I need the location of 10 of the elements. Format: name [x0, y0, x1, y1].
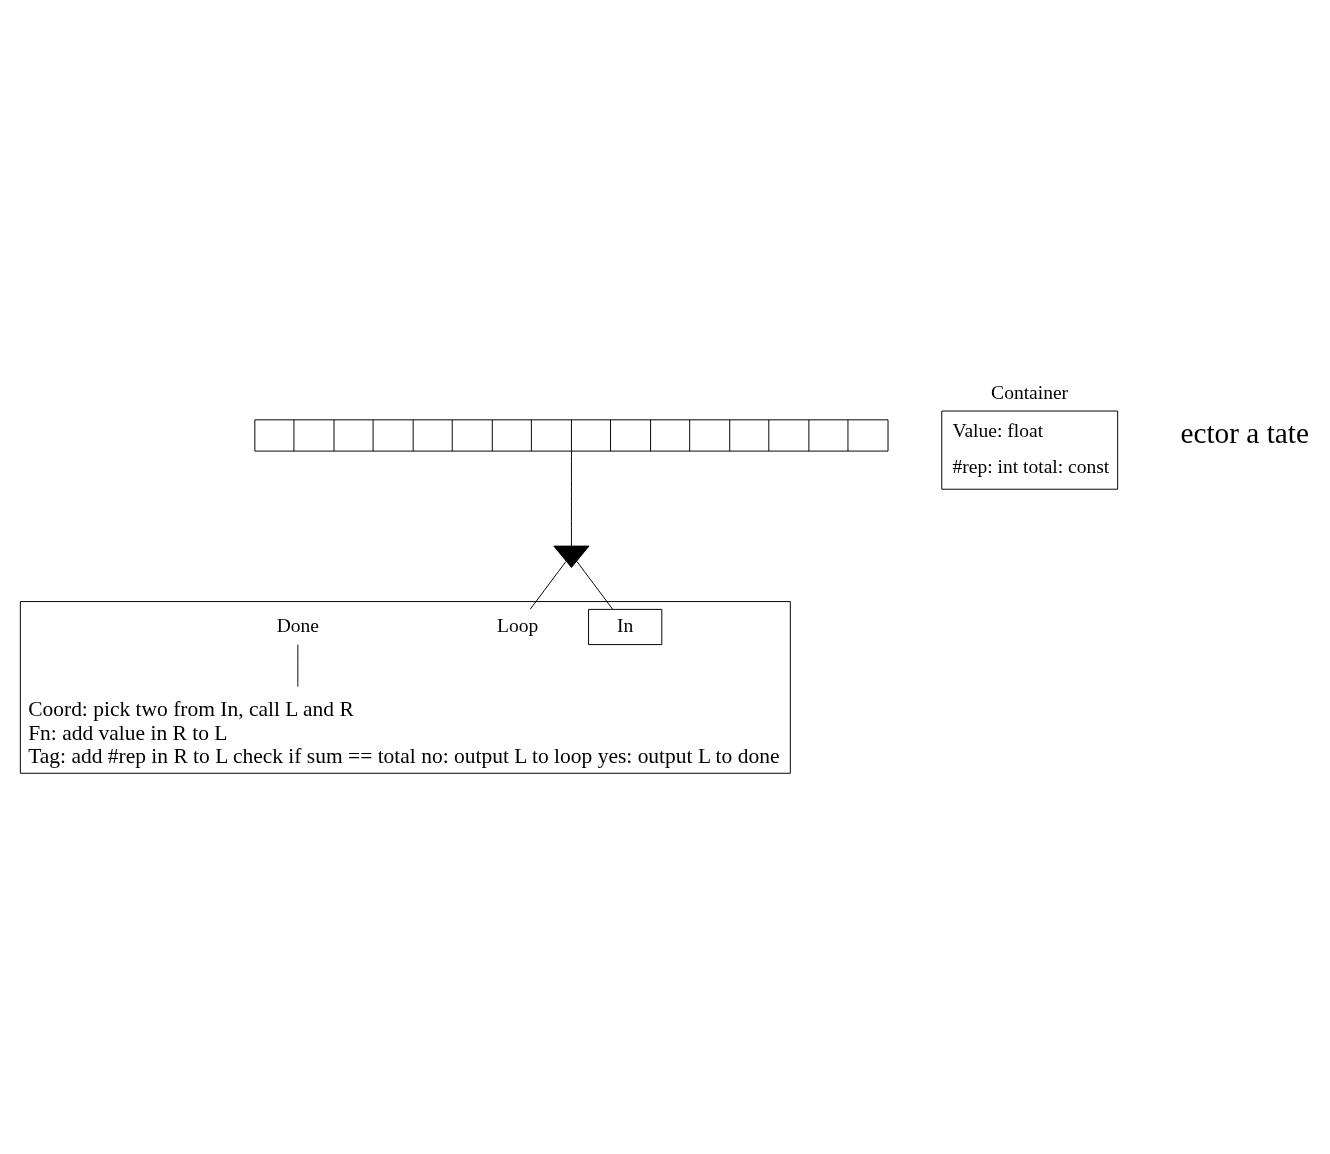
connector — [576, 560, 614, 610]
node-text: Loop — [497, 614, 539, 636]
label: ector a tate — [1180, 416, 1309, 449]
node-box: In — [588, 608, 663, 645]
node-text: Done — [276, 614, 320, 636]
connector — [529, 560, 567, 610]
node-box: Value: float #rep: int total: const — [941, 410, 1119, 490]
node-label: Container — [991, 381, 1069, 403]
node-chevron — [553, 545, 590, 568]
connector — [570, 450, 572, 547]
